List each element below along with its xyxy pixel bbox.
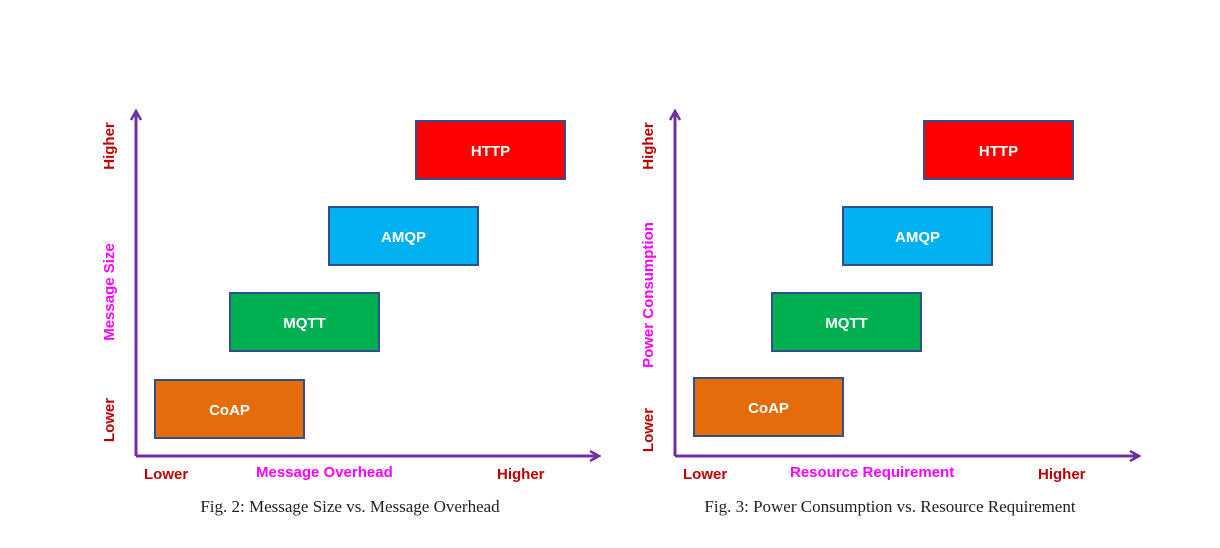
box-mqtt: MQTT [229,292,380,352]
box-mqtt-rect [229,292,380,352]
box-coap-label: CoAP [209,402,250,419]
diagram-power-consumption: CoAP MQTT AMQP HTTP Lower Resource Requi… [640,0,1190,483]
box-mqtt-rect [771,292,922,352]
y-axis-title: Power Consumption [640,222,657,368]
box-coap-rect [154,379,305,439]
x-axis-low-label: Lower [144,466,188,483]
box-amqp-label: AMQP [895,229,940,246]
box-mqtt-label: MQTT [825,315,868,332]
box-http-label: HTTP [471,143,510,160]
y-axis-title: Message Size [101,243,118,341]
x-axis-low-label: Lower [683,466,727,483]
figure-caption: Fig. 2: Message Size vs. Message Overhea… [200,497,500,516]
figure-caption: Fig. 3: Power Consumption vs. Resource R… [704,497,1076,516]
box-amqp: AMQP [842,206,993,266]
y-axis-high-label: Higher [640,122,657,170]
box-http-rect [923,120,1074,180]
box-amqp-rect [328,206,479,266]
box-http: HTTP [923,120,1074,180]
box-coap-rect [693,377,844,437]
box-http-rect [415,120,566,180]
box-amqp-rect [842,206,993,266]
diagram-message-size: CoAP MQTT AMQP HTTP Lower Message Overhe… [101,0,650,483]
box-http-label: HTTP [979,143,1018,160]
box-mqtt: MQTT [771,292,922,352]
box-amqp-label: AMQP [381,229,426,246]
y-axis-low-label: Lower [101,398,118,442]
box-coap-label: CoAP [748,400,789,417]
y-axis-high-label: Higher [101,122,118,170]
x-axis-high-label: Higher [497,466,545,483]
box-http: HTTP [415,120,566,180]
x-axis-title: Message Overhead [256,464,393,481]
x-axis-high-label: Higher [1038,466,1086,483]
figure-message-size: CoAP MQTT AMQP HTTP Lower Message Overhe… [90,0,650,548]
box-amqp: AMQP [328,206,479,266]
box-coap: CoAP [154,379,305,439]
box-coap: CoAP [693,377,844,437]
figure-power-consumption: CoAP MQTT AMQP HTTP Lower Resource Requi… [630,0,1190,548]
box-mqtt-label: MQTT [283,315,326,332]
x-axis-title: Resource Requirement [790,464,954,481]
y-axis-low-label: Lower [640,408,657,452]
